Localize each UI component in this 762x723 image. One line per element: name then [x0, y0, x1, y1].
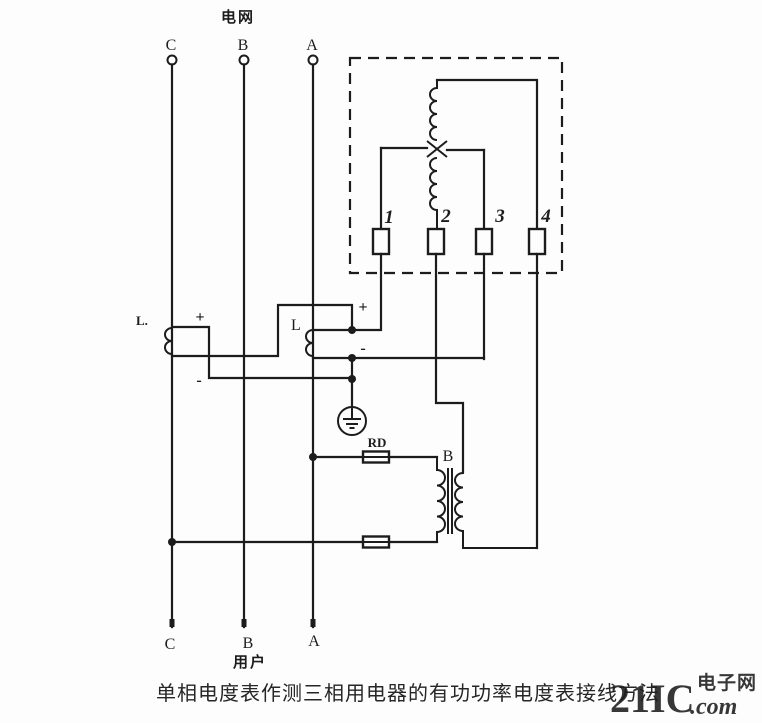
transformer-secondary-winding	[454, 472, 537, 549]
phase-top-label-a: A	[306, 37, 318, 54]
phase-top-label-b: B	[238, 37, 249, 54]
terminal-block-3	[474, 227, 494, 256]
terminal2-drop	[434, 252, 465, 474]
terminal-number-2: 2	[440, 206, 451, 227]
power-grid-section: 电网 C B A	[166, 8, 319, 66]
watermark: 21IC 电子网 .com	[610, 671, 757, 721]
meter-minus-mark: -	[360, 340, 365, 357]
consumer-label: 用户	[233, 653, 267, 671]
meter-dashed-border	[348, 56, 564, 275]
terminal-block-2	[426, 227, 446, 256]
voltage-coil-upper	[429, 80, 438, 141]
terminal-block-4	[527, 227, 547, 256]
terminal-number-3: 3	[494, 206, 505, 227]
watermark-tld: .com	[690, 694, 737, 720]
phase-bottom-label-a: A	[308, 633, 320, 650]
terminal1-drop	[350, 252, 383, 332]
voltage-coil-lower	[429, 157, 438, 229]
grid-label: 电网	[221, 8, 255, 26]
phase-top-label-c: C	[166, 37, 177, 54]
ct-left: L. + -	[136, 303, 354, 389]
ct-left-label: L.	[136, 313, 148, 328]
ground-symbol	[337, 356, 367, 436]
ct-right-label: L	[291, 317, 301, 334]
terminal-number-4: 4	[540, 206, 551, 227]
ct-left-plus-wire	[170, 325, 354, 380]
ct-right-winding	[305, 329, 314, 357]
consumer-section: C B A 用户	[165, 633, 321, 671]
phase-bottom-label-c: C	[165, 636, 176, 653]
ct-left-winding	[164, 327, 173, 355]
terminal-block-1	[371, 227, 391, 256]
meter-plus-mark: +	[358, 299, 367, 316]
source-terminal-b	[238, 54, 250, 66]
fuse-lower-branch	[170, 535, 439, 549]
transformer-label: B	[443, 448, 454, 465]
ct-left-minus-wire	[170, 303, 354, 358]
meter-top-wire	[435, 78, 539, 231]
ct-left-minus-mark: -	[196, 372, 201, 389]
source-terminal-a	[307, 54, 319, 66]
ct-right: L + -	[291, 299, 486, 360]
fuse-rd-branch: RD	[311, 435, 439, 464]
source-terminal-c	[166, 54, 178, 66]
terminal-number-1: 1	[384, 207, 394, 228]
ct-left-plus-mark: +	[195, 309, 204, 326]
watermark-brand: 21IC	[610, 676, 694, 721]
transformer: B	[436, 448, 537, 549]
fuse-rd-label: RD	[368, 435, 387, 450]
junction-dot	[348, 326, 356, 334]
watermark-site-name: 电子网	[697, 671, 757, 694]
phase-lines	[169, 63, 316, 629]
coil-cross-diagonal-2	[426, 140, 448, 158]
transformer-primary-winding	[436, 457, 446, 542]
junction-dots	[168, 326, 356, 546]
meter: 1 2 3 4	[348, 56, 564, 550]
phase-bottom-label-b: B	[243, 635, 254, 652]
caption: 单相电度表作测三相用电器的有功功率电度表接线方法	[156, 682, 660, 705]
